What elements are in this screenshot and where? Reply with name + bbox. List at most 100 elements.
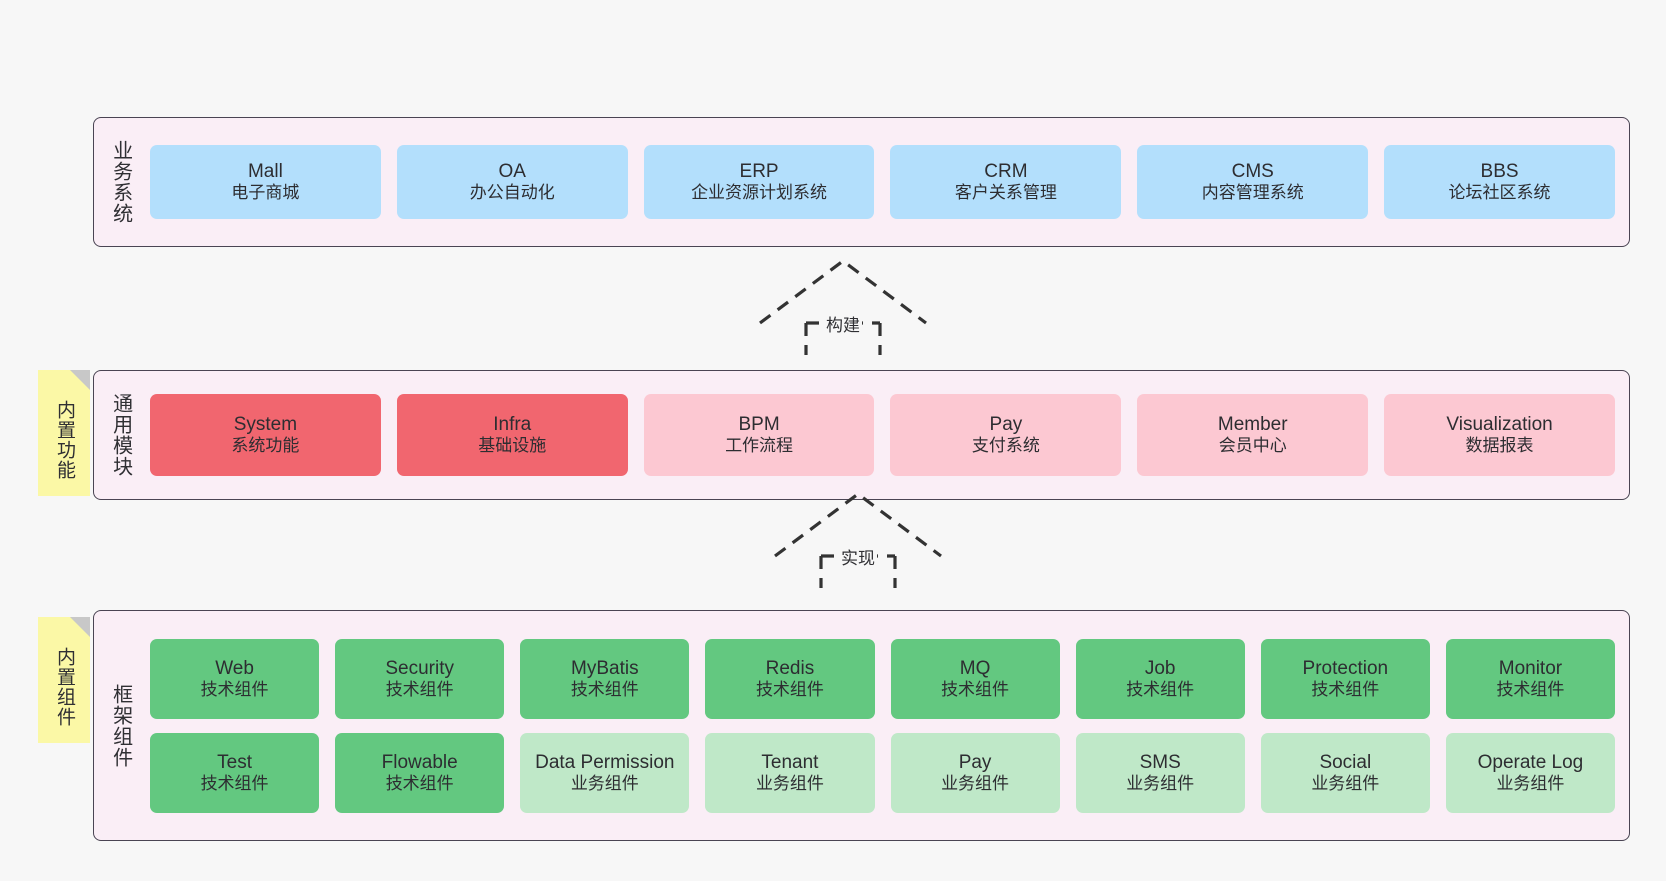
card-title: OA xyxy=(498,161,526,183)
connector-build-arrow xyxy=(759,259,927,355)
card-subtitle: 工作流程 xyxy=(725,436,794,456)
layer-label-business-systems: 业务系统 xyxy=(109,140,132,224)
note-label: 内置组件 xyxy=(54,647,76,727)
card-title: Data Permission xyxy=(535,751,675,773)
card-crm[interactable]: CRM 客户关系管理 xyxy=(890,145,1122,219)
card-system[interactable]: System 系统功能 xyxy=(150,394,381,476)
layer-common-modules: 通用模块 System 系统功能 Infra 基础设施 BPM 工作流程 Pay… xyxy=(93,370,1630,500)
layer-body-framework-components: Web 技术组件 Security 技术组件 MyBatis 技术组件 Redi… xyxy=(146,611,1629,840)
card-subtitle: 业务组件 xyxy=(570,773,639,793)
card-subtitle: 业务组件 xyxy=(1496,773,1565,793)
card-subtitle: 技术组件 xyxy=(385,679,454,699)
layer-body-common-modules: System 系统功能 Infra 基础设施 BPM 工作流程 Pay 支付系统… xyxy=(146,371,1629,499)
arrowhead-triangle-icon xyxy=(774,492,942,558)
card-data-permission[interactable]: Data Permission 业务组件 xyxy=(520,732,690,813)
row-business-systems: Mall 电子商城 OA 办公自动化 ERP 企业资源计划系统 CRM 客户关系… xyxy=(150,145,1615,219)
card-monitor[interactable]: Monitor 技术组件 xyxy=(1445,638,1615,719)
card-title: Infra xyxy=(493,414,532,436)
connector-build: 构建 xyxy=(748,255,938,355)
card-member[interactable]: Member 会员中心 xyxy=(1137,394,1369,476)
card-sms[interactable]: SMS 业务组件 xyxy=(1075,732,1245,813)
card-title: Test xyxy=(217,751,252,773)
card-subtitle: 技术组件 xyxy=(755,679,824,699)
card-subtitle: 基础设施 xyxy=(478,436,547,456)
card-subtitle: 会员中心 xyxy=(1218,436,1287,456)
card-mq[interactable]: MQ 技术组件 xyxy=(890,638,1060,719)
card-subtitle: 技术组件 xyxy=(1311,679,1380,699)
card-title: CMS xyxy=(1231,161,1274,183)
layer-body-business-systems: Mall 电子商城 OA 办公自动化 ERP 企业资源计划系统 CRM 客户关系… xyxy=(146,118,1629,246)
row-tech-components: Web 技术组件 Security 技术组件 MyBatis 技术组件 Redi… xyxy=(150,638,1615,719)
card-test[interactable]: Test 技术组件 xyxy=(150,732,320,813)
card-subtitle: 技术组件 xyxy=(200,679,269,699)
card-subtitle: 技术组件 xyxy=(385,773,454,793)
card-title: Redis xyxy=(765,657,815,679)
card-mybatis[interactable]: MyBatis 技术组件 xyxy=(520,638,690,719)
card-title: ERP xyxy=(739,161,779,183)
row-common-modules: System 系统功能 Infra 基础设施 BPM 工作流程 Pay 支付系统… xyxy=(150,394,1615,476)
layer-label-common-modules: 通用模块 xyxy=(109,393,132,477)
card-title: Protection xyxy=(1302,657,1389,679)
connector-implement-arrow xyxy=(774,492,942,588)
card-cms[interactable]: CMS 内容管理系统 xyxy=(1137,145,1369,219)
card-pay-module[interactable]: Pay 支付系统 xyxy=(890,394,1122,476)
card-subtitle: 电子商城 xyxy=(231,183,300,203)
card-flowable[interactable]: Flowable 技术组件 xyxy=(335,732,505,813)
row-business-components: Test 技术组件 Flowable 技术组件 Data Permission … xyxy=(150,732,1615,813)
card-title: BPM xyxy=(738,414,780,436)
card-title: MQ xyxy=(959,657,991,679)
card-subtitle: 技术组件 xyxy=(941,679,1010,699)
card-title: System xyxy=(233,414,298,436)
card-title: Pay xyxy=(989,414,1023,436)
card-subtitle: 客户关系管理 xyxy=(954,183,1057,203)
card-title: Pay xyxy=(958,751,992,773)
card-subtitle: 数据报表 xyxy=(1465,436,1534,456)
card-operate-log[interactable]: Operate Log 业务组件 xyxy=(1445,732,1615,813)
card-title: MyBatis xyxy=(571,657,639,679)
card-social[interactable]: Social 业务组件 xyxy=(1260,732,1430,813)
card-job[interactable]: Job 技术组件 xyxy=(1075,638,1245,719)
card-tenant[interactable]: Tenant 业务组件 xyxy=(705,732,875,813)
note-label: 内置功能 xyxy=(54,400,76,480)
card-mall[interactable]: Mall 电子商城 xyxy=(150,145,381,219)
card-subtitle: 技术组件 xyxy=(570,679,639,699)
card-subtitle: 企业资源计划系统 xyxy=(691,183,828,203)
card-title: Mall xyxy=(247,161,283,183)
card-bbs[interactable]: BBS 论坛社区系统 xyxy=(1384,145,1615,219)
card-security[interactable]: Security 技术组件 xyxy=(335,638,505,719)
card-subtitle: 业务组件 xyxy=(1126,773,1195,793)
card-redis[interactable]: Redis 技术组件 xyxy=(705,638,875,719)
card-subtitle: 业务组件 xyxy=(941,773,1010,793)
card-infra[interactable]: Infra 基础设施 xyxy=(396,394,628,476)
note-builtin-features: 内置功能 xyxy=(38,370,90,496)
card-protection[interactable]: Protection 技术组件 xyxy=(1260,638,1430,719)
arrowhead-triangle-icon xyxy=(759,259,927,325)
card-web[interactable]: Web 技术组件 xyxy=(150,638,320,719)
card-subtitle: 业务组件 xyxy=(1311,773,1380,793)
layer-label-framework-components: 框架组件 xyxy=(109,683,132,768)
card-title: Social xyxy=(1319,751,1372,773)
card-erp[interactable]: ERP 企业资源计划系统 xyxy=(643,145,875,219)
connector-implement: 实现 xyxy=(763,488,953,588)
card-subtitle: 系统功能 xyxy=(231,436,300,456)
card-subtitle: 技术组件 xyxy=(1126,679,1195,699)
card-subtitle: 办公自动化 xyxy=(469,183,555,203)
connector-build-label: 构建 xyxy=(824,311,862,336)
card-oa[interactable]: OA 办公自动化 xyxy=(396,145,628,219)
card-subtitle: 论坛社区系统 xyxy=(1448,183,1551,203)
card-subtitle: 业务组件 xyxy=(755,773,824,793)
card-pay-component[interactable]: Pay 业务组件 xyxy=(890,732,1060,813)
card-title: Flowable xyxy=(381,751,458,773)
card-bpm[interactable]: BPM 工作流程 xyxy=(643,394,875,476)
connector-implement-label: 实现 xyxy=(839,544,877,569)
card-visualization[interactable]: Visualization 数据报表 xyxy=(1384,394,1615,476)
card-title: SMS xyxy=(1139,751,1181,773)
layer-business-systems: 业务系统 Mall 电子商城 OA 办公自动化 ERP 企业资源计划系统 CRM… xyxy=(93,117,1630,247)
card-title: Visualization xyxy=(1446,414,1553,436)
card-title: Monitor xyxy=(1498,657,1563,679)
card-title: CRM xyxy=(984,161,1028,183)
card-title: Job xyxy=(1144,657,1176,679)
card-title: Operate Log xyxy=(1477,751,1584,773)
card-subtitle: 技术组件 xyxy=(1496,679,1565,699)
